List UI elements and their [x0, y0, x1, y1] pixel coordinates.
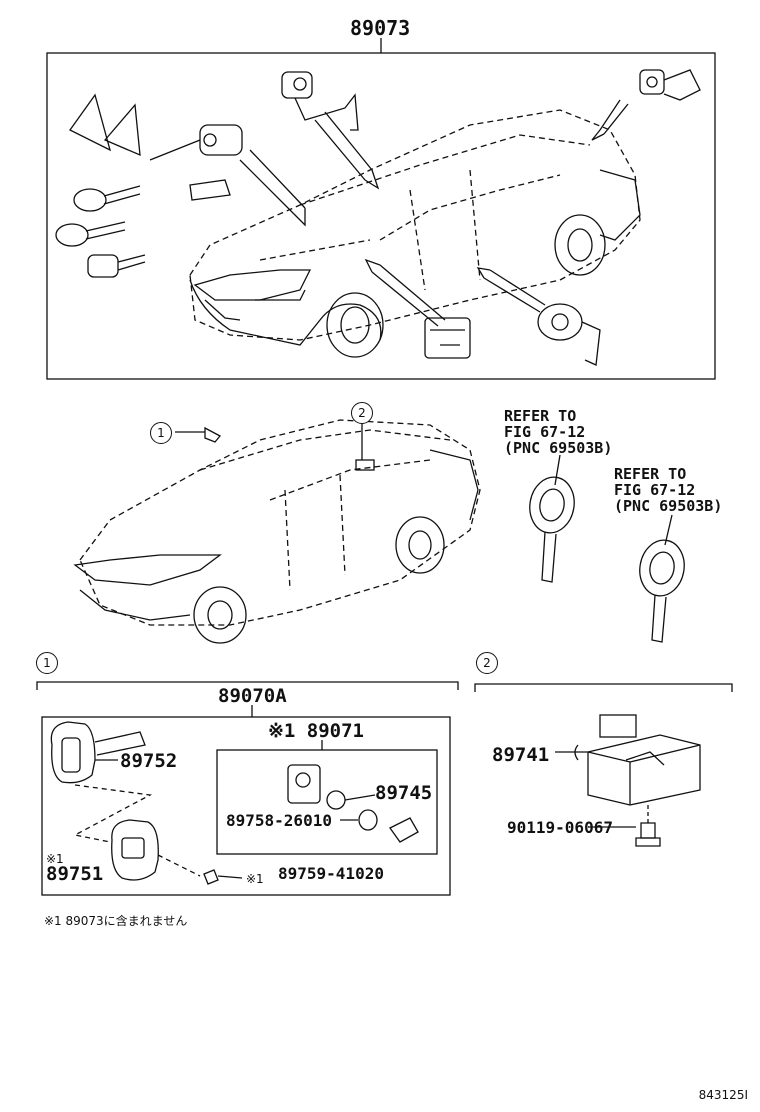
- part-number-89751: 89751: [46, 863, 104, 885]
- dashed-links: [73, 784, 201, 877]
- section1-brackets: [36, 681, 459, 896]
- part-number-89073: 89073: [350, 16, 411, 40]
- top-arrows: [239, 99, 629, 327]
- middle-car-solid: [73, 449, 479, 644]
- keyfob-89751: [111, 819, 159, 881]
- part-number-89758-26010: 89758-26010: [226, 811, 332, 830]
- top-car-outline: [189, 109, 641, 341]
- footnote: ※1 89073に含まれません: [44, 914, 188, 928]
- key-89752: [50, 721, 146, 784]
- part-number-90119-06067: 90119-06067: [507, 818, 613, 837]
- refer-note-a: REFER TO FIG 67-12 (PNC 69503B): [504, 407, 613, 457]
- section1-circle: 1: [36, 652, 58, 674]
- part-number-89070A: 89070A: [218, 685, 287, 707]
- section2-circle: 2: [476, 652, 498, 674]
- refer-key-a: [529, 454, 575, 583]
- top-key-parts: [55, 93, 243, 278]
- callout-circle-2: 2: [351, 402, 373, 424]
- part-number-89759-41020: 89759-41020: [278, 864, 384, 883]
- part-number-89071: ※1 89071: [268, 720, 364, 742]
- part-number-89741: 89741: [492, 744, 550, 766]
- transponder-89071: [287, 764, 419, 843]
- asterisk-mark-89751: ※1: [46, 852, 64, 866]
- screw-89759: [203, 869, 243, 885]
- top-car-solid: [189, 169, 641, 358]
- top-lock-parts: [281, 69, 701, 366]
- refer-note-b: REFER TO FIG 67-12 (PNC 69503B): [614, 465, 723, 515]
- part-number-89745: 89745: [375, 782, 433, 804]
- refer-key-b: [639, 514, 685, 643]
- callout-circle-1: 1: [150, 422, 172, 444]
- callout-leaders: [175, 423, 363, 460]
- middle-car-outline: [79, 419, 481, 626]
- asterisk-mark-89759: ※1: [246, 872, 264, 886]
- figure-id: 843125I: [698, 1088, 748, 1102]
- section2-bracket: [474, 683, 733, 692]
- part-number-89752: 89752: [120, 750, 178, 772]
- ecu-89741: [555, 714, 701, 847]
